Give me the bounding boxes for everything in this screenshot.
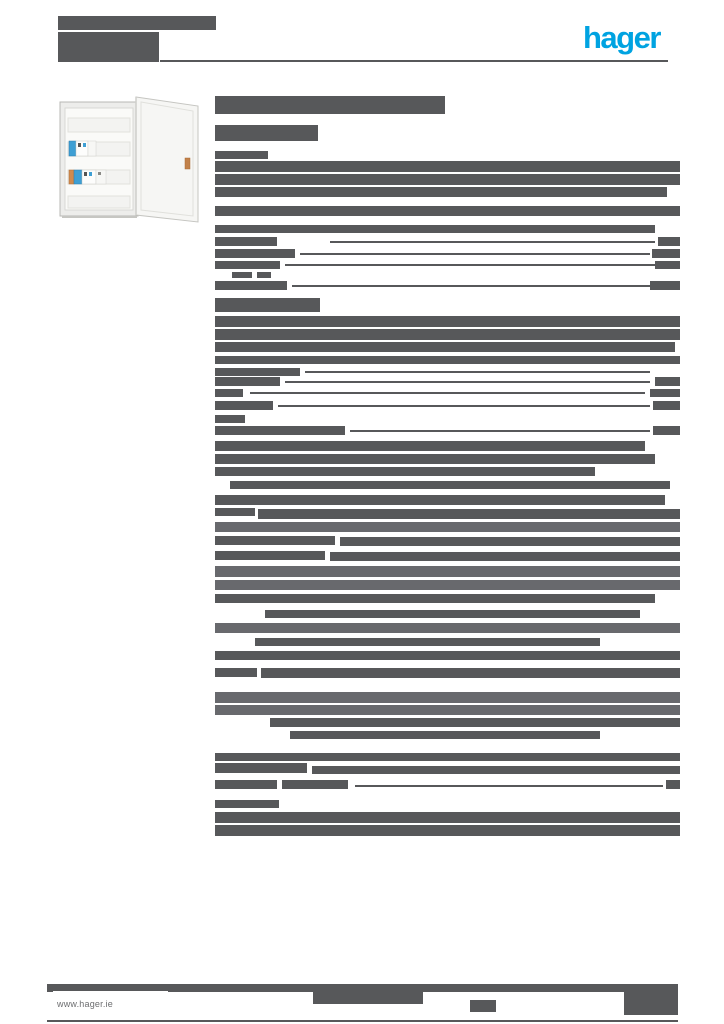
redacted-text-block: [215, 441, 645, 451]
redacted-text-block: [215, 825, 680, 836]
redacted-text-block: [258, 509, 680, 519]
redacted-text-block: [215, 668, 257, 677]
redacted-text-block: [250, 392, 645, 394]
redacted-text-block: [215, 623, 680, 633]
redacted-text-block: [215, 261, 280, 269]
redacted-text-block: [215, 249, 295, 258]
redacted-text-block: [215, 401, 273, 410]
redacted-text-block: [215, 566, 680, 577]
redacted-text-block: [215, 580, 680, 590]
redacted-text-block: [215, 206, 680, 216]
redacted-text-block: [215, 651, 680, 660]
redacted-text-block: [215, 705, 680, 715]
redacted-text-block: [255, 638, 600, 646]
redacted-text-block: [470, 1000, 496, 1012]
redacted-text-block: [215, 151, 268, 159]
redacted-text-block: [655, 261, 680, 269]
redacted-text-block: [47, 1020, 678, 1022]
redacted-text-block: [313, 992, 423, 1004]
footer-website-box: www.hager.ie: [53, 991, 168, 1017]
redacted-text-block: [305, 371, 650, 373]
redacted-text-block: [330, 241, 655, 243]
redacted-text-block: [215, 522, 680, 532]
redacted-text-block: [47, 984, 678, 992]
redacted-text-block: [655, 377, 680, 386]
door-lock: [184, 157, 191, 170]
redacted-text-block: [58, 32, 159, 62]
redacted-text-block: [285, 264, 655, 266]
redacted-text-block: [215, 174, 680, 185]
redacted-text-block: [282, 780, 348, 789]
redacted-text-block: [653, 401, 680, 410]
breaker-orange: [68, 169, 75, 185]
redacted-text-block: [261, 668, 680, 678]
redacted-text-block: [215, 753, 680, 761]
redacted-text-block: [257, 272, 271, 278]
redacted-text-block: [215, 495, 665, 505]
redacted-text-block: [285, 381, 650, 383]
redacted-text-block: [278, 405, 650, 407]
redacted-text-block: [215, 298, 320, 312]
redacted-text-block: [215, 356, 680, 364]
redacted-text-block: [312, 766, 680, 774]
redacted-text-block: [215, 329, 680, 340]
redacted-text-block: [653, 426, 680, 435]
redacted-text-block: [624, 992, 678, 1015]
redacted-text-block: [652, 249, 680, 258]
redacted-text-block: [215, 467, 595, 476]
redacted-text-block: [160, 60, 668, 62]
hager-logo: hager: [583, 20, 661, 55]
redacted-text-block: [215, 536, 335, 545]
redacted-text-block: [215, 342, 675, 352]
redacted-text-block: [215, 125, 318, 141]
breaker-blue: [68, 140, 77, 157]
redacted-text-block: [215, 415, 245, 423]
redacted-text-block: [215, 316, 680, 327]
redacted-text-block: [215, 237, 277, 246]
redacted-text-block: [215, 780, 277, 789]
redacted-text-block: [215, 454, 655, 464]
redacted-text-block: [215, 551, 325, 560]
redacted-text-block: [230, 481, 670, 489]
redacted-text-block: [350, 430, 650, 432]
redacted-text-block: [300, 253, 650, 255]
redacted-text-block: [215, 281, 287, 290]
redacted-text-block: [340, 537, 680, 546]
product-photo-distribution-board: [59, 96, 199, 223]
redacted-text-block: [270, 718, 680, 727]
redacted-text-block: [215, 187, 667, 197]
redacted-text-block: [215, 692, 680, 703]
redacted-text-block: [215, 368, 300, 376]
redacted-text-block: [232, 272, 252, 278]
redacted-text-block: [215, 594, 655, 603]
redacted-text-block: [265, 610, 640, 618]
redacted-text-block: [650, 389, 680, 397]
redacted-text-block: [215, 377, 280, 386]
redacted-text-block: [215, 225, 655, 233]
redacted-text-block: [290, 731, 600, 739]
redacted-text-block: [215, 812, 680, 823]
redacted-text-block: [215, 508, 255, 516]
footer-website-link[interactable]: www.hager.ie: [57, 999, 113, 1009]
redacted-text-block: [355, 785, 663, 787]
redacted-text-block: [666, 780, 680, 789]
redacted-text-block: [215, 161, 680, 172]
redacted-text-block: [658, 237, 680, 246]
redacted-text-block: [330, 552, 680, 561]
redacted-text-block: [215, 389, 243, 397]
redacted-text-block: [292, 285, 650, 287]
redacted-text-block: [215, 96, 445, 114]
redacted-text-block: [215, 800, 279, 808]
redacted-text-block: [58, 16, 216, 30]
redacted-text-block: [215, 763, 307, 773]
redacted-text-block: [650, 281, 680, 290]
redacted-text-block: [215, 426, 345, 435]
